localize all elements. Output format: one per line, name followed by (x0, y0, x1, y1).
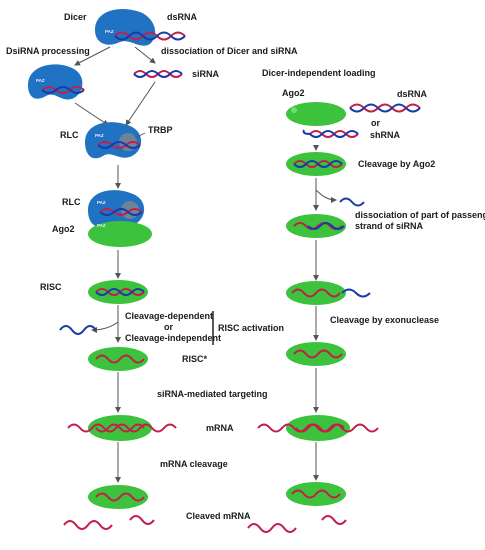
dsrna-right-label: dsRNA (397, 89, 428, 99)
risc-activation-label: RISC activation (218, 323, 284, 333)
exonuclease-complex (286, 281, 371, 305)
shrna (302, 129, 359, 138)
rlc-ago2-complex: PAZ PAZ (88, 190, 152, 247)
svg-text:PAZ: PAZ (95, 133, 104, 138)
risc-star-label: RISC* (182, 354, 208, 364)
risc-star-right (286, 342, 346, 366)
cleavage-independent-label: Cleavage-independent (125, 333, 221, 343)
svg-text:PAZ: PAZ (36, 78, 45, 83)
rlc-complex-1: PAZ (85, 122, 142, 159)
dissociation-passenger-label-2: strand of siRNA (355, 221, 424, 231)
cleavage-dependent-label: Cleavage-dependent (125, 311, 213, 321)
trbp-label: TRBP (148, 125, 173, 135)
rlc-label-2: RLC (62, 197, 81, 207)
mrna-cleavage-label: mRNA cleavage (160, 459, 228, 469)
cleaved-mrna-label: Cleaved mRNA (186, 511, 251, 521)
risc-label: RISC (40, 282, 62, 292)
dsirna-processing-label: DsiRNA processing (6, 46, 90, 56)
ago2-right (286, 102, 346, 126)
risc-complex (88, 280, 148, 304)
dicer-top: PAZ (95, 9, 156, 46)
cleavage-by-ago2-label: Cleavage by Ago2 (358, 159, 435, 169)
rlc-label-1: RLC (60, 130, 79, 140)
ago2-right-label: Ago2 (282, 88, 305, 98)
dsrna-top-label: dsRNA (167, 12, 198, 22)
ago2-cleavage-complex (286, 152, 346, 176)
or-right-label: or (371, 118, 380, 128)
dicer-independent-loading-label: Dicer-independent loading (262, 68, 376, 78)
dissociation-label: dissociation of Dicer and siRNA (161, 46, 298, 56)
free-sirna (133, 70, 183, 78)
cleaved-complex-right (286, 482, 346, 506)
cleaved-mrna-fragment-1 (63, 520, 113, 530)
ago2-left-label: Ago2 (52, 224, 75, 234)
dicer-label: Dicer (64, 12, 87, 22)
partial-dissociation-complex (286, 214, 346, 238)
cleaved-complex-left (88, 485, 148, 509)
cleaved-mrna-fragment-3 (247, 523, 297, 533)
shrna-label: shRNA (370, 130, 401, 140)
sirna-label: siRNA (192, 69, 220, 79)
dsrna-right (349, 103, 421, 113)
mrna-target-left (67, 415, 177, 441)
cleaved-mrna-fragment-2 (129, 515, 155, 525)
dicer-processing: PAZ (28, 64, 85, 100)
svg-text:PAZ: PAZ (97, 223, 106, 228)
released-passenger-strand (59, 325, 97, 335)
dissociation-passenger-label-1: dissociation of part of passenger (355, 210, 485, 220)
paz-label: PAZ (105, 29, 114, 34)
passenger-fragment (339, 197, 365, 207)
mrna-target-right (257, 415, 379, 441)
dsrna-top (114, 31, 186, 41)
svg-text:PAZ: PAZ (97, 200, 106, 205)
sirna-mediated-targeting-label: siRNA-mediated targeting (157, 389, 268, 399)
ago2-protein-left (88, 221, 152, 247)
cleavage-by-exonuclease-label: Cleavage by exonuclease (330, 315, 439, 325)
cleaved-mrna-fragment-4 (321, 515, 347, 525)
or-left-label: or (164, 322, 173, 332)
risc-star-complex (88, 347, 148, 371)
mrna-label: mRNA (206, 423, 234, 433)
